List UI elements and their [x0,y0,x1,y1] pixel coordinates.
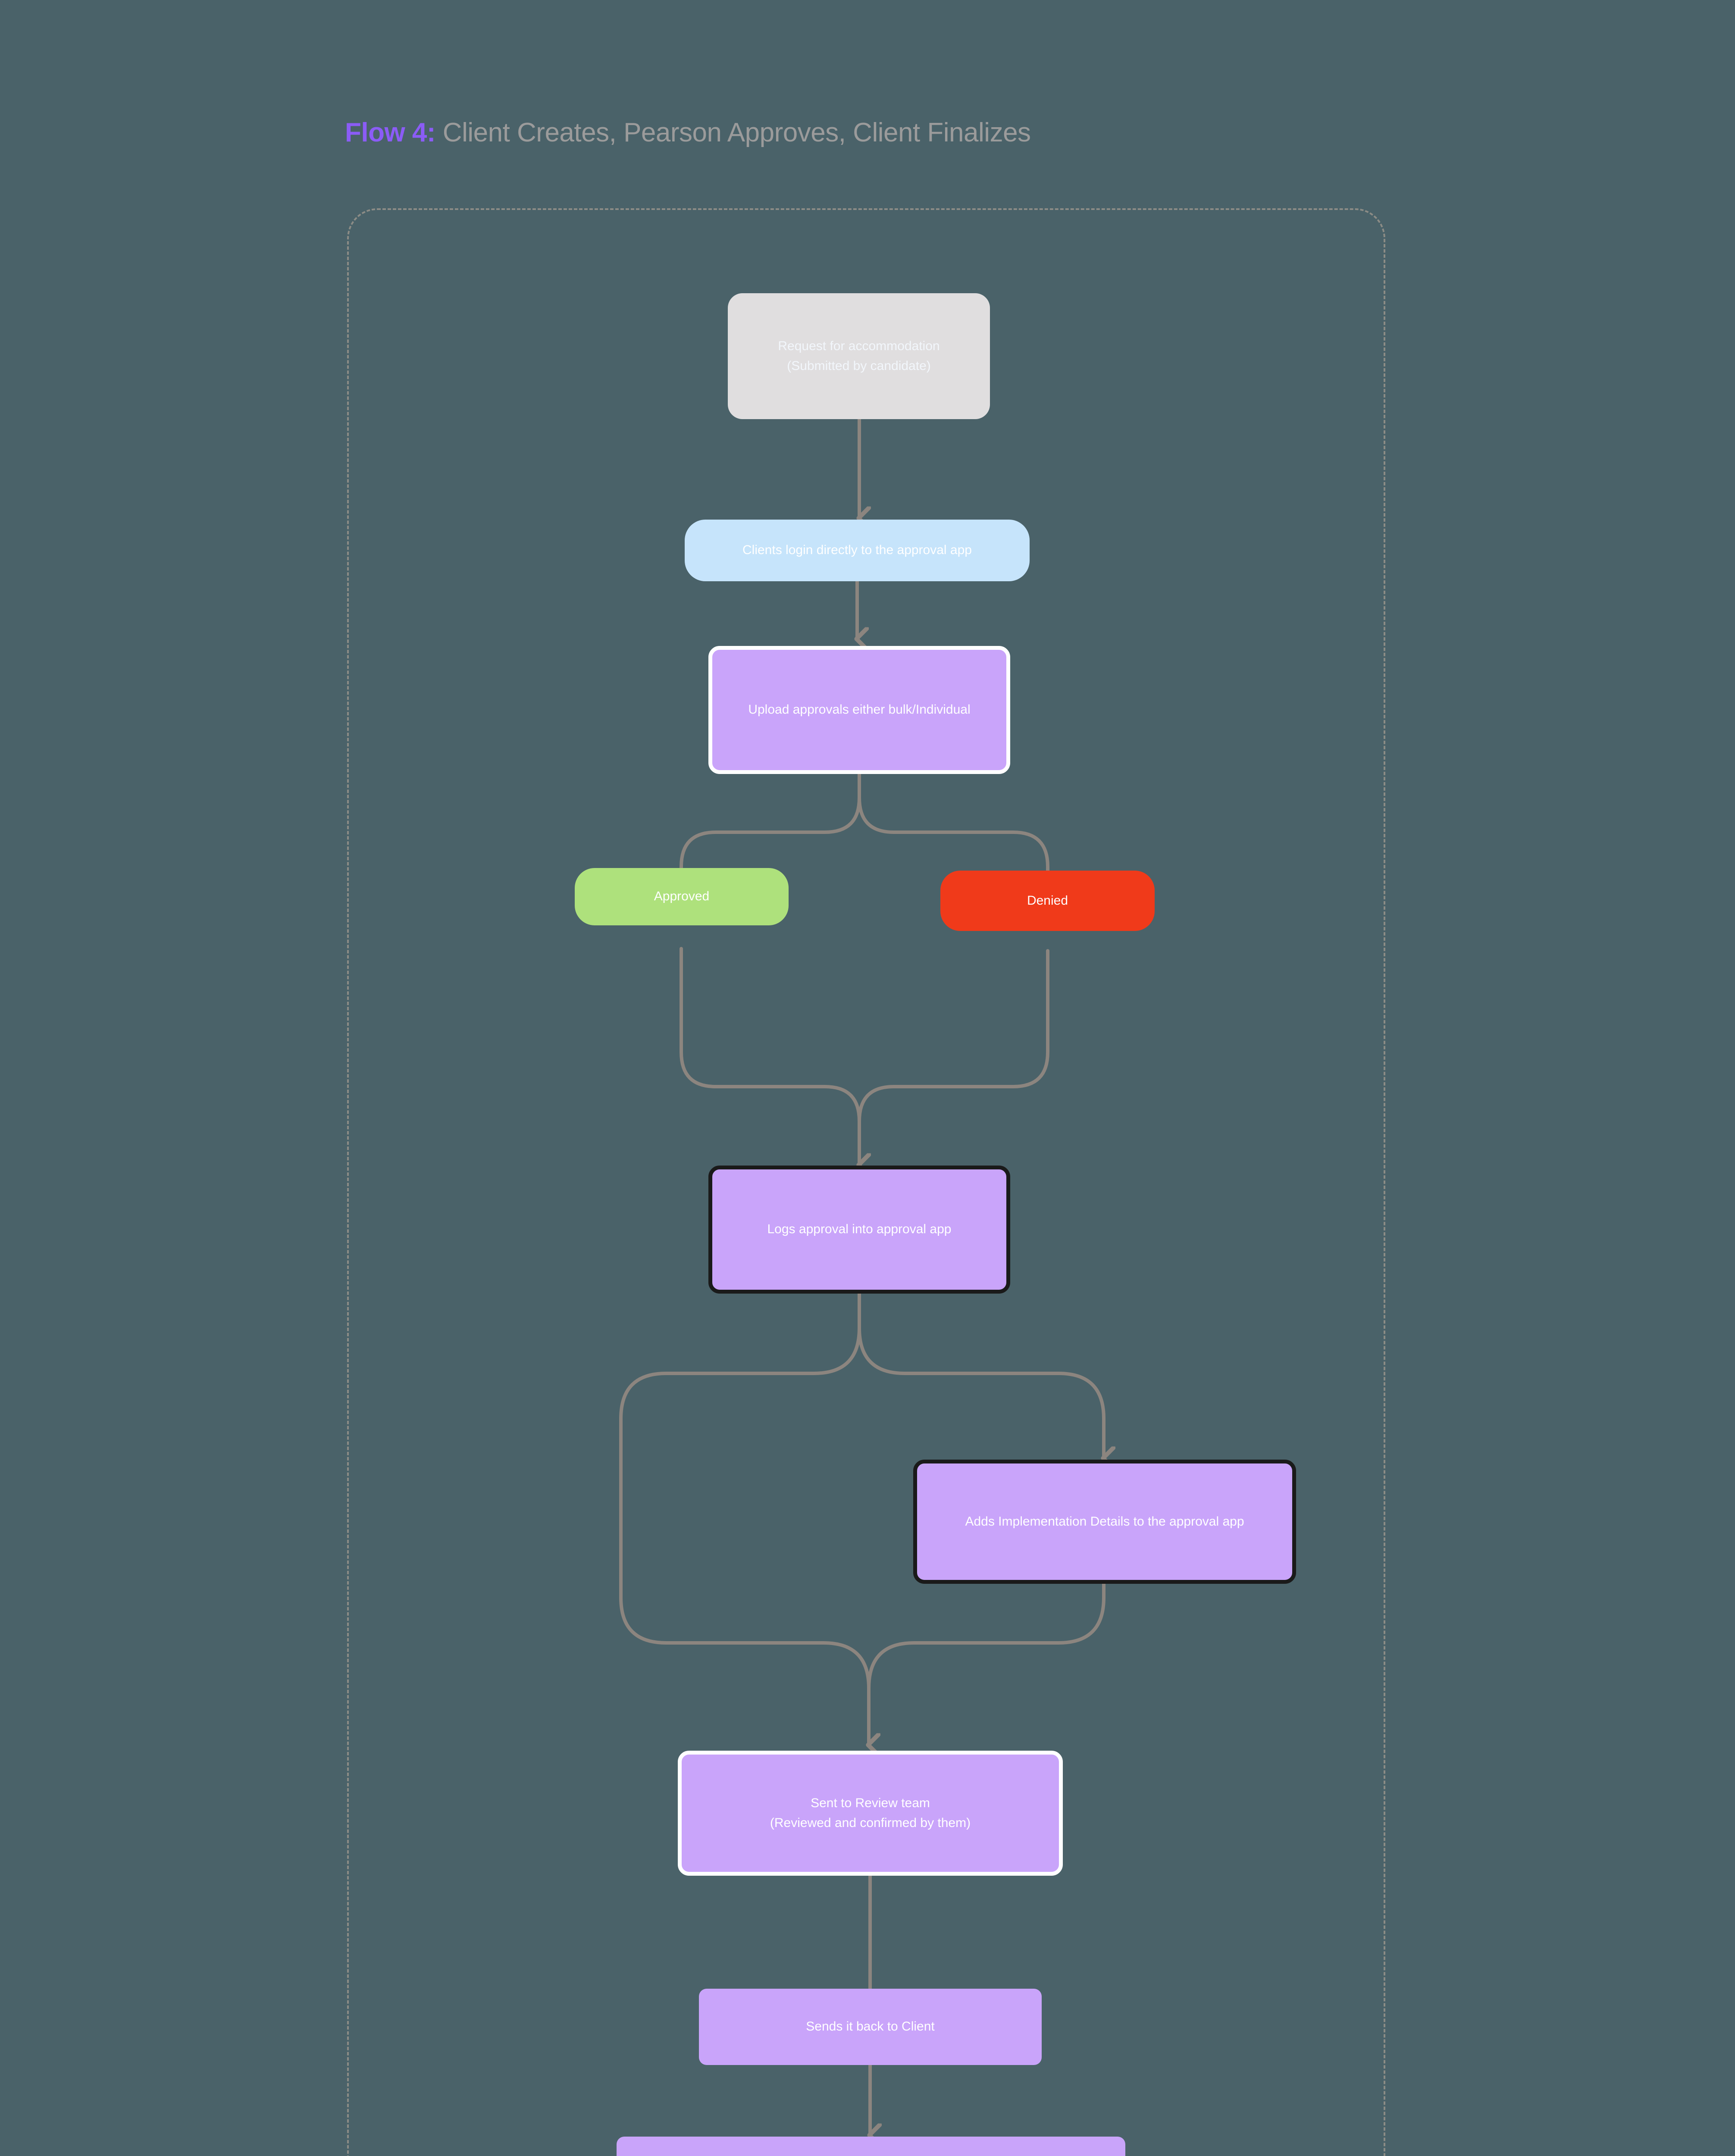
node-implementation-details[interactable]: Adds Implementation Details to the appro… [913,1460,1296,1584]
node-upload-approvals[interactable]: Upload approvals either bulk/Individual [708,646,1010,774]
node-request-label: Request for accommodation (Submitted by … [778,338,940,373]
flow-title-text: Client Creates, Pearson Approves, Client… [435,118,1031,147]
node-sends-back-to-client-label: Sends it back to Client [806,2019,935,2034]
node-clients-login[interactable]: Clients login directly to the approval a… [685,520,1030,581]
node-logs-approval-label: Logs approval into approval app [767,1222,952,1237]
node-implementation-details-label: Adds Implementation Details to the appro… [965,1514,1244,1529]
node-upload-approvals-label: Upload approvals either bulk/Individual [748,702,971,717]
node-logs-approval[interactable]: Logs approval into approval app [708,1166,1010,1294]
node-candidate-notified[interactable]: Candidate is notified about approval and… [617,2137,1125,2156]
flow-container [347,208,1385,2156]
node-denied[interactable]: Denied [940,871,1155,931]
flow-number-label: Flow 4: [345,118,436,147]
page-title: Flow 4: Client Creates, Pearson Approves… [345,117,1031,148]
node-review-team-label: Sent to Review team (Reviewed and confir… [770,1796,971,1830]
node-clients-login-label: Clients login directly to the approval a… [742,543,972,558]
node-approved-label: Approved [654,889,710,904]
node-denied-label: Denied [1027,893,1068,908]
node-approved[interactable]: Approved [575,868,789,925]
node-sends-back-to-client[interactable]: Sends it back to Client [699,1989,1042,2065]
node-request[interactable]: Request for accommodation (Submitted by … [728,293,990,419]
node-review-team[interactable]: Sent to Review team (Reviewed and confir… [678,1751,1063,1876]
